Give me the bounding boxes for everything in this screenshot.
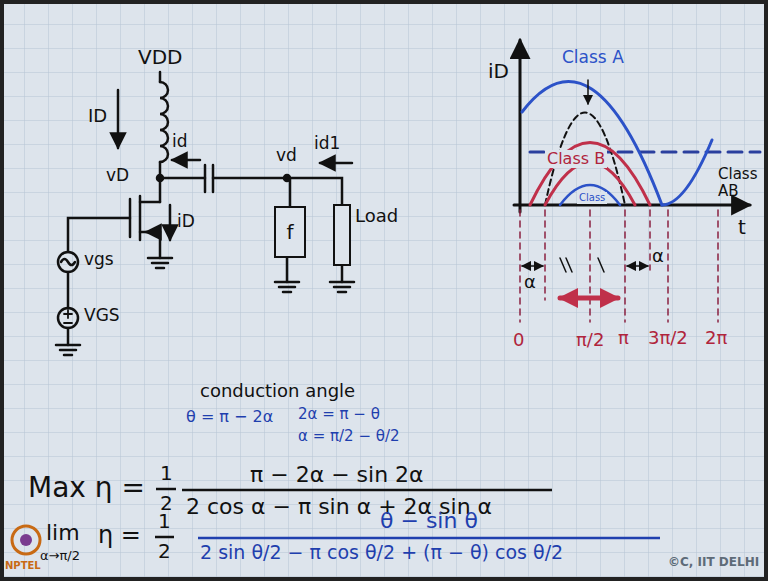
mosfet-leads [140, 202, 160, 258]
phase-markers-part [717, 210, 719, 322]
wire [67, 328, 70, 345]
tick-label: π [618, 328, 629, 349]
angle-label: α [524, 272, 536, 293]
watermark: ©C, IIT DELHI [668, 556, 759, 570]
y-axis [519, 40, 522, 212]
ground-symbol [148, 258, 172, 268]
equation: Max η = [28, 472, 145, 504]
phase-markers-part [649, 210, 651, 270]
wire-connector [290, 178, 342, 206]
wire [213, 177, 287, 180]
alpha-arrow [522, 265, 543, 267]
current-name: id [172, 132, 188, 152]
nptel-logo [12, 526, 40, 554]
supply-name: VDD [138, 46, 182, 69]
curve-label: Class A [562, 48, 624, 68]
phase-markers-part [589, 210, 591, 322]
current-name: id1 [314, 134, 340, 154]
phase-markers [520, 210, 718, 322]
logo-core [20, 534, 32, 546]
component-label: Load [355, 206, 398, 226]
class-ab-curve [662, 140, 712, 205]
filter-box: f [274, 206, 306, 258]
fraction-numerator: 1 [160, 462, 173, 485]
inductor-symbol [160, 82, 168, 162]
conduction-arrow [560, 296, 618, 301]
dashed-curve [545, 113, 625, 206]
limit-subscript: α→π/2 [40, 549, 80, 564]
load-resistor: Load [333, 204, 351, 266]
class-c-curve [545, 163, 635, 206]
dc-source-polarity [64, 310, 72, 323]
phase-markers-part [624, 210, 626, 322]
current-arrow [117, 90, 120, 148]
curve-label: Class B [545, 150, 607, 168]
fraction-bar [182, 489, 552, 492]
ac-source-symbol [61, 259, 75, 265]
equation: lim [46, 520, 80, 545]
wire [160, 177, 205, 180]
mosfet-arrow [146, 231, 160, 234]
supply-wire [159, 72, 162, 82]
voltage-name: vd [276, 146, 297, 166]
fraction-bar [155, 536, 174, 539]
current-arrow [169, 205, 172, 240]
equation: 2α = π − θ [298, 406, 380, 423]
source-name: VGS [84, 306, 120, 326]
tick-label: 3π/2 [648, 328, 688, 349]
source-name: vgs [84, 250, 114, 270]
current-arrow [172, 159, 200, 162]
equation: θ = π − 2α [186, 408, 273, 426]
class-b-curve [530, 143, 650, 206]
phase-markers-part [544, 210, 546, 300]
hatch-marks [560, 258, 604, 272]
fraction-bars [155, 489, 660, 538]
fraction-denominator: 2 [158, 540, 171, 563]
ground-symbol [330, 282, 354, 292]
fraction-numerator: θ − sin θ [380, 508, 478, 533]
alpha-arrow [627, 265, 648, 267]
mosfet-symbol [130, 196, 140, 240]
circuit [56, 72, 354, 355]
angle-label: α [652, 246, 664, 267]
x-axis [514, 204, 750, 207]
current-name: iD [177, 212, 195, 232]
axis-label: iD [488, 60, 509, 83]
shift-arrow [587, 80, 589, 104]
curve-label: Class AB [718, 166, 762, 201]
fraction-numerator: 1 [158, 510, 171, 533]
logo-ring [12, 526, 40, 554]
curve-label: Class [577, 192, 607, 204]
ac-source-symbol [58, 252, 78, 272]
tick-label: 0 [513, 330, 524, 351]
wire [67, 272, 70, 308]
current-name: ID [88, 106, 107, 127]
ground-symbol [275, 282, 299, 292]
class-a-curve [522, 81, 662, 205]
voltage-name: vD [106, 166, 129, 186]
logo-text: NPTEL [5, 560, 41, 572]
ground-symbol [56, 345, 80, 355]
dc-source-symbol [58, 308, 78, 328]
gate-wire [68, 218, 130, 252]
tick-label: π/2 [576, 330, 604, 351]
component-symbol-text: f [286, 221, 293, 243]
current-arrow [320, 162, 352, 165]
phase-markers-part [519, 210, 521, 322]
tick-label: 2π [705, 328, 727, 349]
phase-markers-part [667, 210, 669, 322]
equation: η = [98, 522, 141, 550]
fraction-numerator: π − 2α − sin 2α [250, 462, 424, 487]
note: conduction angle [200, 381, 355, 402]
fraction-bar [156, 488, 176, 491]
fraction-denominator: 2 sin θ/2 − π cos θ/2 + (π − θ) cos θ/2 [200, 542, 563, 564]
axis-label: t [738, 216, 746, 239]
equation: α = π/2 − θ/2 [298, 428, 400, 445]
capacitor-symbol [205, 165, 213, 192]
small-curve [560, 185, 620, 205]
fraction-bar [198, 537, 660, 540]
